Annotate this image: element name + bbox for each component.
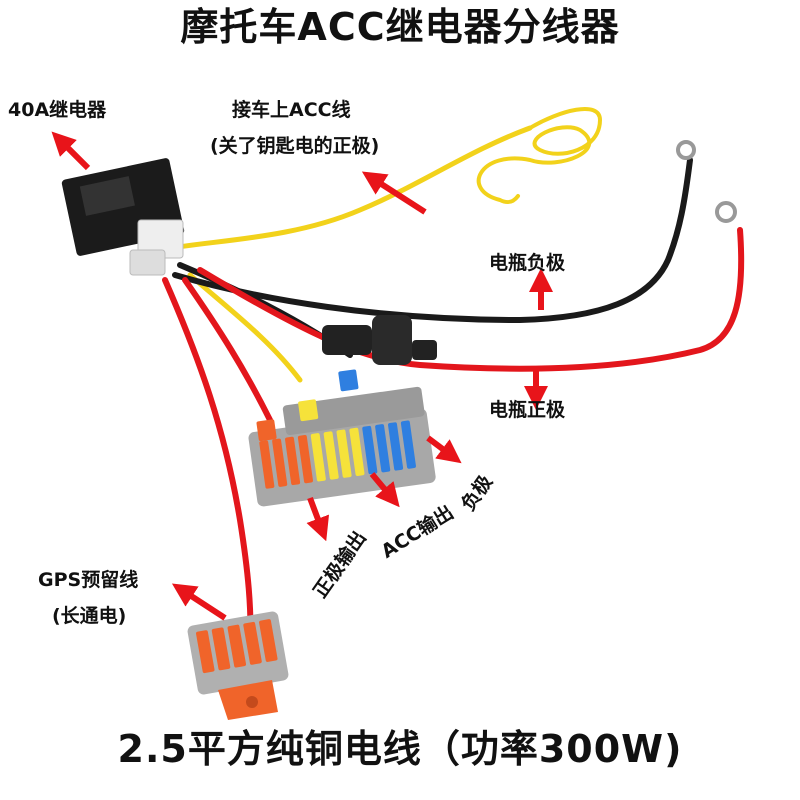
black-wire-negative bbox=[172, 157, 693, 324]
ring-terminals bbox=[676, 140, 737, 223]
label-relay: 40A继电器 bbox=[8, 99, 107, 121]
gps-connector bbox=[187, 611, 289, 720]
fuse-holder bbox=[322, 315, 437, 365]
annotation-arrows bbox=[51, 131, 553, 621]
terminal-levers bbox=[256, 369, 416, 489]
page-title: 摩托车ACC继电器分线器 bbox=[180, 5, 620, 49]
label-acc-wire-line2: (关了钥匙电的正极) bbox=[210, 135, 380, 157]
wires bbox=[157, 106, 745, 653]
label-acc-wire-line1: 接车上ACC线 bbox=[232, 99, 351, 121]
red-wire-positive bbox=[197, 227, 745, 372]
arrow-relay bbox=[51, 131, 91, 171]
red-wire-gps bbox=[162, 277, 254, 653]
label-gps-line1: GPS预留线 bbox=[38, 569, 139, 591]
yellow-acc-wire bbox=[157, 125, 533, 253]
arrow-gps bbox=[171, 583, 227, 621]
label-gps-line2: (长通电) bbox=[52, 605, 127, 627]
arrow-negative bbox=[426, 435, 462, 464]
arrow-acc-wire bbox=[361, 171, 427, 215]
arrow-positive-output bbox=[306, 496, 330, 542]
footer-spec: 2.5平方纯铜电线（功率300W) bbox=[117, 727, 683, 771]
terminal-block bbox=[248, 369, 436, 507]
label-battery-negative: 电瓶负极 bbox=[489, 252, 566, 274]
positive-ring-terminal bbox=[715, 201, 737, 223]
red-wire-to-terminal bbox=[182, 277, 273, 423]
yellow-wire-to-terminal bbox=[187, 272, 303, 383]
negative-ring-terminal bbox=[676, 140, 696, 160]
relay bbox=[61, 158, 185, 276]
label-battery-positive: 电瓶正极 bbox=[489, 399, 566, 421]
arrow-acc-output bbox=[369, 472, 400, 508]
yellow-wire-coil bbox=[476, 106, 603, 205]
